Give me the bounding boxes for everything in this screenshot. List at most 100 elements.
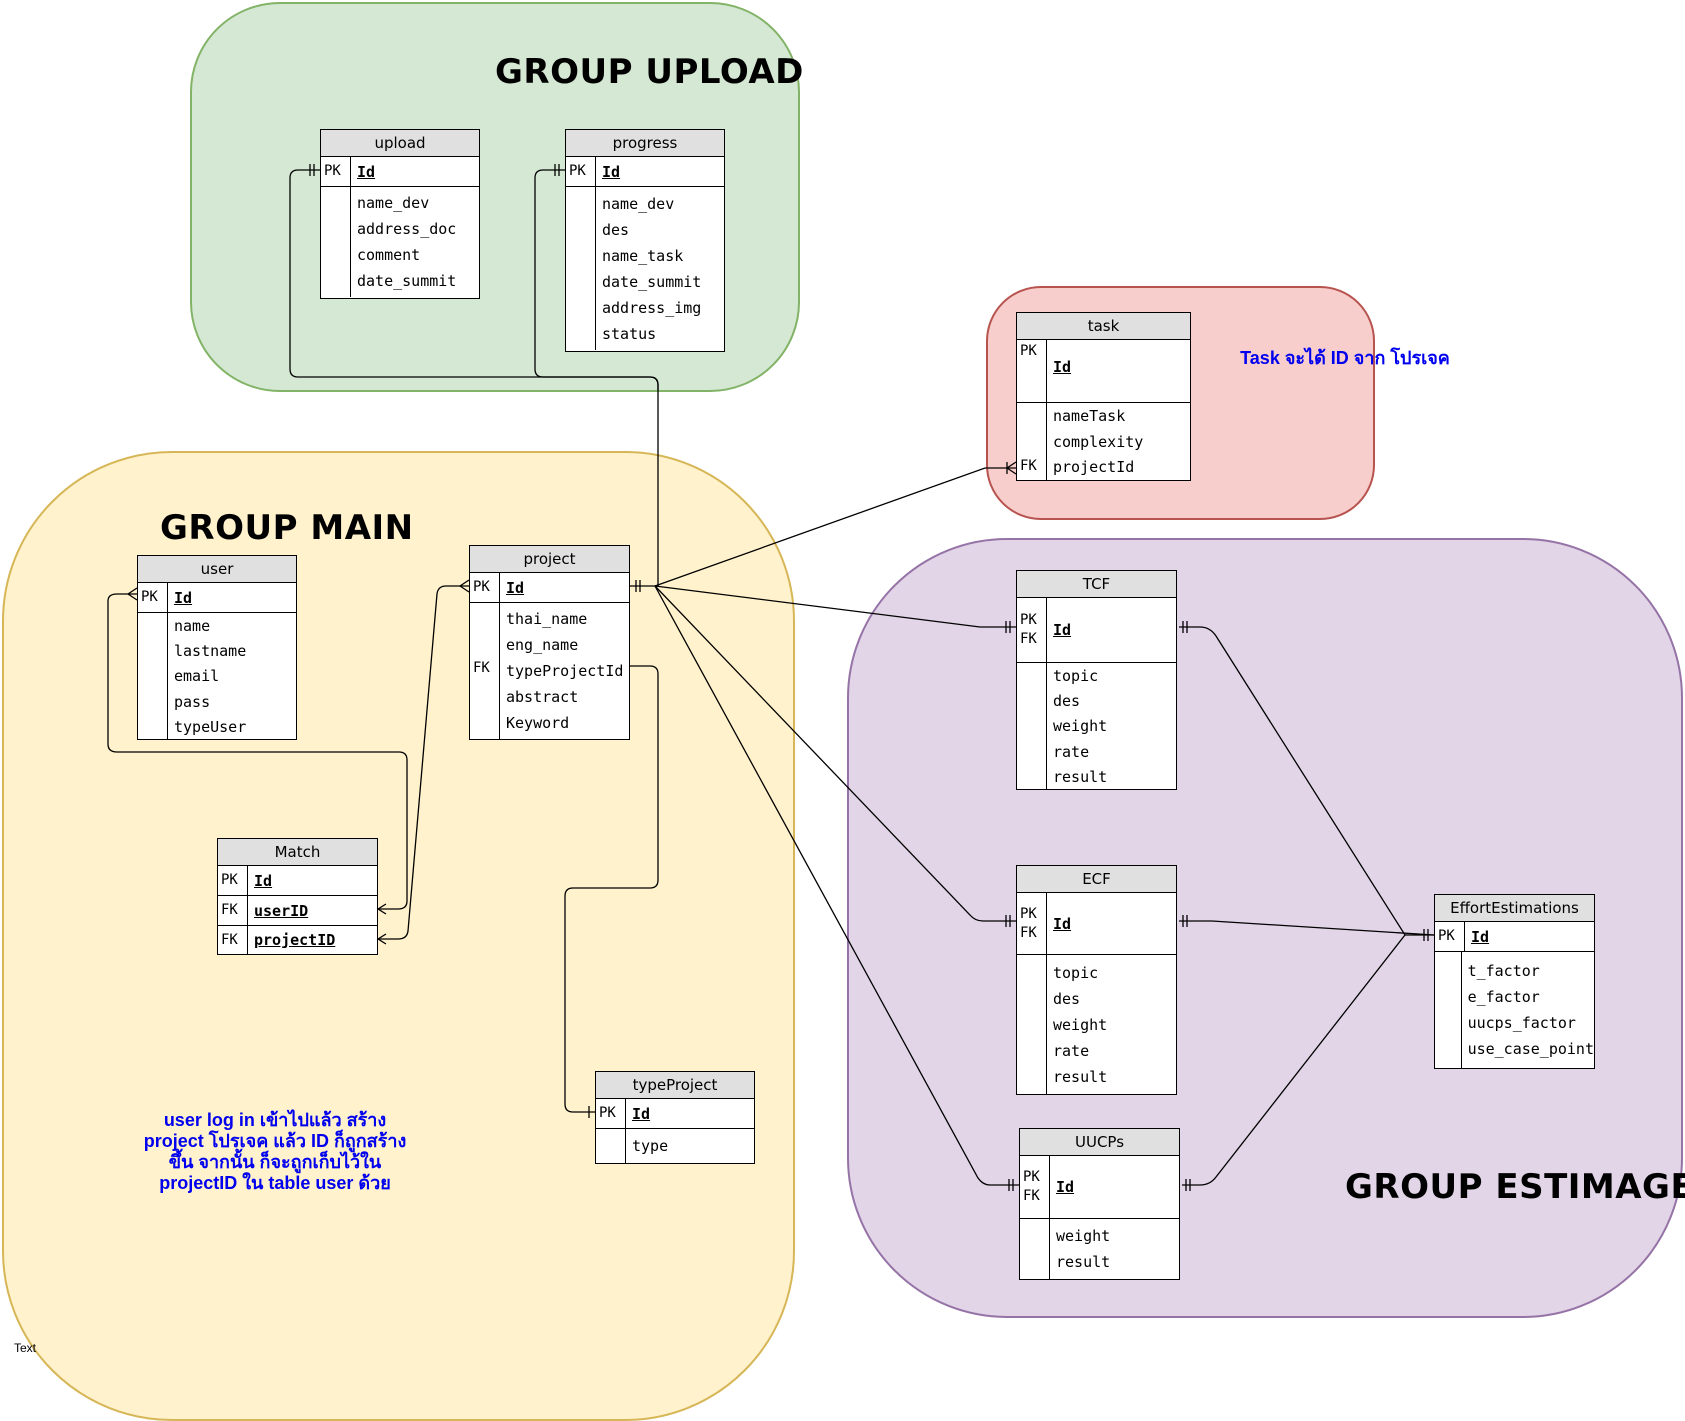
fk-label: FK xyxy=(473,660,490,676)
project-field: thai_name xyxy=(506,610,588,628)
upload-field: address_doc xyxy=(357,220,457,238)
progress-field: date_summit xyxy=(602,272,702,291)
uucps-field: result xyxy=(1056,1253,1111,1271)
entity-match[interactable]: Match PK Id FK userID FK projectID xyxy=(217,838,378,955)
user-field: lastname xyxy=(174,642,247,661)
entity-task-name: task xyxy=(1017,313,1190,340)
task-field: complexity xyxy=(1053,432,1144,451)
effort-field: t_factor xyxy=(1467,962,1540,980)
fk-label: FK xyxy=(221,902,238,918)
effort-field: uucps_factor xyxy=(1467,1014,1576,1032)
ecf-field: rate xyxy=(1053,1041,1090,1060)
task-field: nameTask xyxy=(1053,407,1126,425)
typeproject-field: type xyxy=(632,1137,669,1155)
fk-label: FK xyxy=(221,931,238,948)
upload-field: comment xyxy=(357,246,421,264)
fk-label: FK xyxy=(1020,458,1037,474)
entity-uucps-name: UUCPs xyxy=(1020,1129,1179,1156)
rel-uucps-effort xyxy=(1182,934,1406,1186)
group-main-title: GROUP MAIN xyxy=(160,508,414,548)
upload-id: Id xyxy=(357,162,376,181)
user-field: pass xyxy=(174,692,211,711)
rel-project-uucps xyxy=(654,585,1019,1186)
pk-label: PK xyxy=(1438,928,1455,944)
entity-progress[interactable]: progress PK Id name_dev des name_task da… xyxy=(565,129,725,352)
effort-field: e_factor xyxy=(1467,988,1540,1006)
pk-label: PK xyxy=(473,579,490,595)
pk-label: PK xyxy=(1020,612,1037,628)
entity-typeproject-name: typeProject xyxy=(596,1072,754,1099)
note-main: user log in เข้าไปแล้ว สร้าง project โปร… xyxy=(120,1110,430,1194)
entity-upload-name: upload xyxy=(321,130,479,157)
match-id: Id xyxy=(254,871,273,890)
progress-field: name_task xyxy=(602,246,684,265)
user-field: name xyxy=(174,617,211,635)
rel-match-user xyxy=(107,593,408,910)
progress-field: name_dev xyxy=(602,194,675,213)
effort-field: use_case_point xyxy=(1467,1040,1594,1058)
uucps-id: Id xyxy=(1056,1178,1075,1196)
tcf-field: topic xyxy=(1053,667,1099,685)
note-main-line: ขึ้น จากนั้น ก็จะถูกเก็บไว้ใน xyxy=(168,1152,382,1172)
task-field: projectId xyxy=(1053,458,1135,477)
note-main-line: project โปรเจค แล้ว ID ก็ถูกสร้าง xyxy=(143,1131,407,1151)
pk-label: PK xyxy=(141,589,158,605)
entity-typeproject[interactable]: typeProject PK Id type xyxy=(595,1071,755,1164)
entity-ecf[interactable]: ECF PK FK Id topic des weight rate result xyxy=(1016,865,1177,1095)
ecf-id: Id xyxy=(1053,914,1072,933)
upload-field: name_dev xyxy=(357,194,430,212)
fk-label: FK xyxy=(1023,1188,1040,1204)
ecf-field: weight xyxy=(1053,1015,1108,1034)
pk-label: PK xyxy=(569,163,586,179)
typeproject-id: Id xyxy=(632,1104,651,1123)
entity-user[interactable]: user PK Id name lastname email pass type… xyxy=(137,555,297,740)
ecf-field: result xyxy=(1053,1067,1108,1086)
text-label: Text xyxy=(14,1341,37,1355)
tcf-field: des xyxy=(1053,692,1081,711)
entity-ecf-name: ECF xyxy=(1017,866,1176,893)
entity-user-name: user xyxy=(138,556,296,583)
pk-label: PK xyxy=(1020,905,1037,922)
progress-field: des xyxy=(602,220,630,239)
project-field: eng_name xyxy=(506,636,579,654)
rel-project-task xyxy=(654,467,1016,587)
rel-match-project xyxy=(378,585,469,940)
pk-label: PK xyxy=(1020,343,1037,359)
user-id: Id xyxy=(174,588,193,607)
note-main-line: user log in เข้าไปแล้ว สร้าง xyxy=(163,1110,387,1130)
rel-project-progress xyxy=(534,169,659,390)
uucps-field: weight xyxy=(1056,1227,1111,1245)
rel-tcf-effort xyxy=(1179,626,1434,936)
entity-effort-name: EffortEstimations xyxy=(1435,895,1594,922)
task-id: Id xyxy=(1053,358,1072,376)
entity-project-name: project xyxy=(470,546,629,573)
match-projectid: projectID xyxy=(254,931,336,949)
entity-tcf-name: TCF xyxy=(1017,571,1176,598)
entity-task[interactable]: task PK Id FK nameTask complexity projec… xyxy=(1016,312,1191,481)
ecf-field: topic xyxy=(1053,963,1099,982)
fk-label: FK xyxy=(1020,631,1037,647)
rel-ecf-effort xyxy=(1179,920,1435,936)
fk-label: FK xyxy=(1020,924,1037,941)
entity-progress-name: progress xyxy=(566,130,724,157)
tcf-field: result xyxy=(1053,767,1108,786)
ecf-field: des xyxy=(1053,989,1081,1008)
tcf-field: weight xyxy=(1053,717,1108,736)
progress-field: status xyxy=(602,324,657,343)
rel-project-typeproject xyxy=(564,665,659,1113)
entity-project[interactable]: project PK Id FK thai_name eng_name type… xyxy=(469,545,630,740)
rel-project-ecf xyxy=(654,585,1016,922)
pk-label: PK xyxy=(324,163,341,179)
tcf-id: Id xyxy=(1053,621,1072,639)
pk-label: PK xyxy=(599,1105,616,1121)
project-field: typeProjectId xyxy=(506,662,624,680)
entity-effortestimations[interactable]: EffortEstimations PK Id t_factor e_facto… xyxy=(1434,894,1595,1069)
user-field: typeUser xyxy=(174,717,247,736)
rel-project-tcf xyxy=(654,585,1016,628)
entity-upload[interactable]: upload PK Id name_dev address_doc commen… xyxy=(320,129,480,299)
note-main-line: projectID ใน table user ด้วย xyxy=(159,1173,391,1193)
note-task: Task จะได้ ID จาก โปรเจค xyxy=(1240,348,1450,368)
